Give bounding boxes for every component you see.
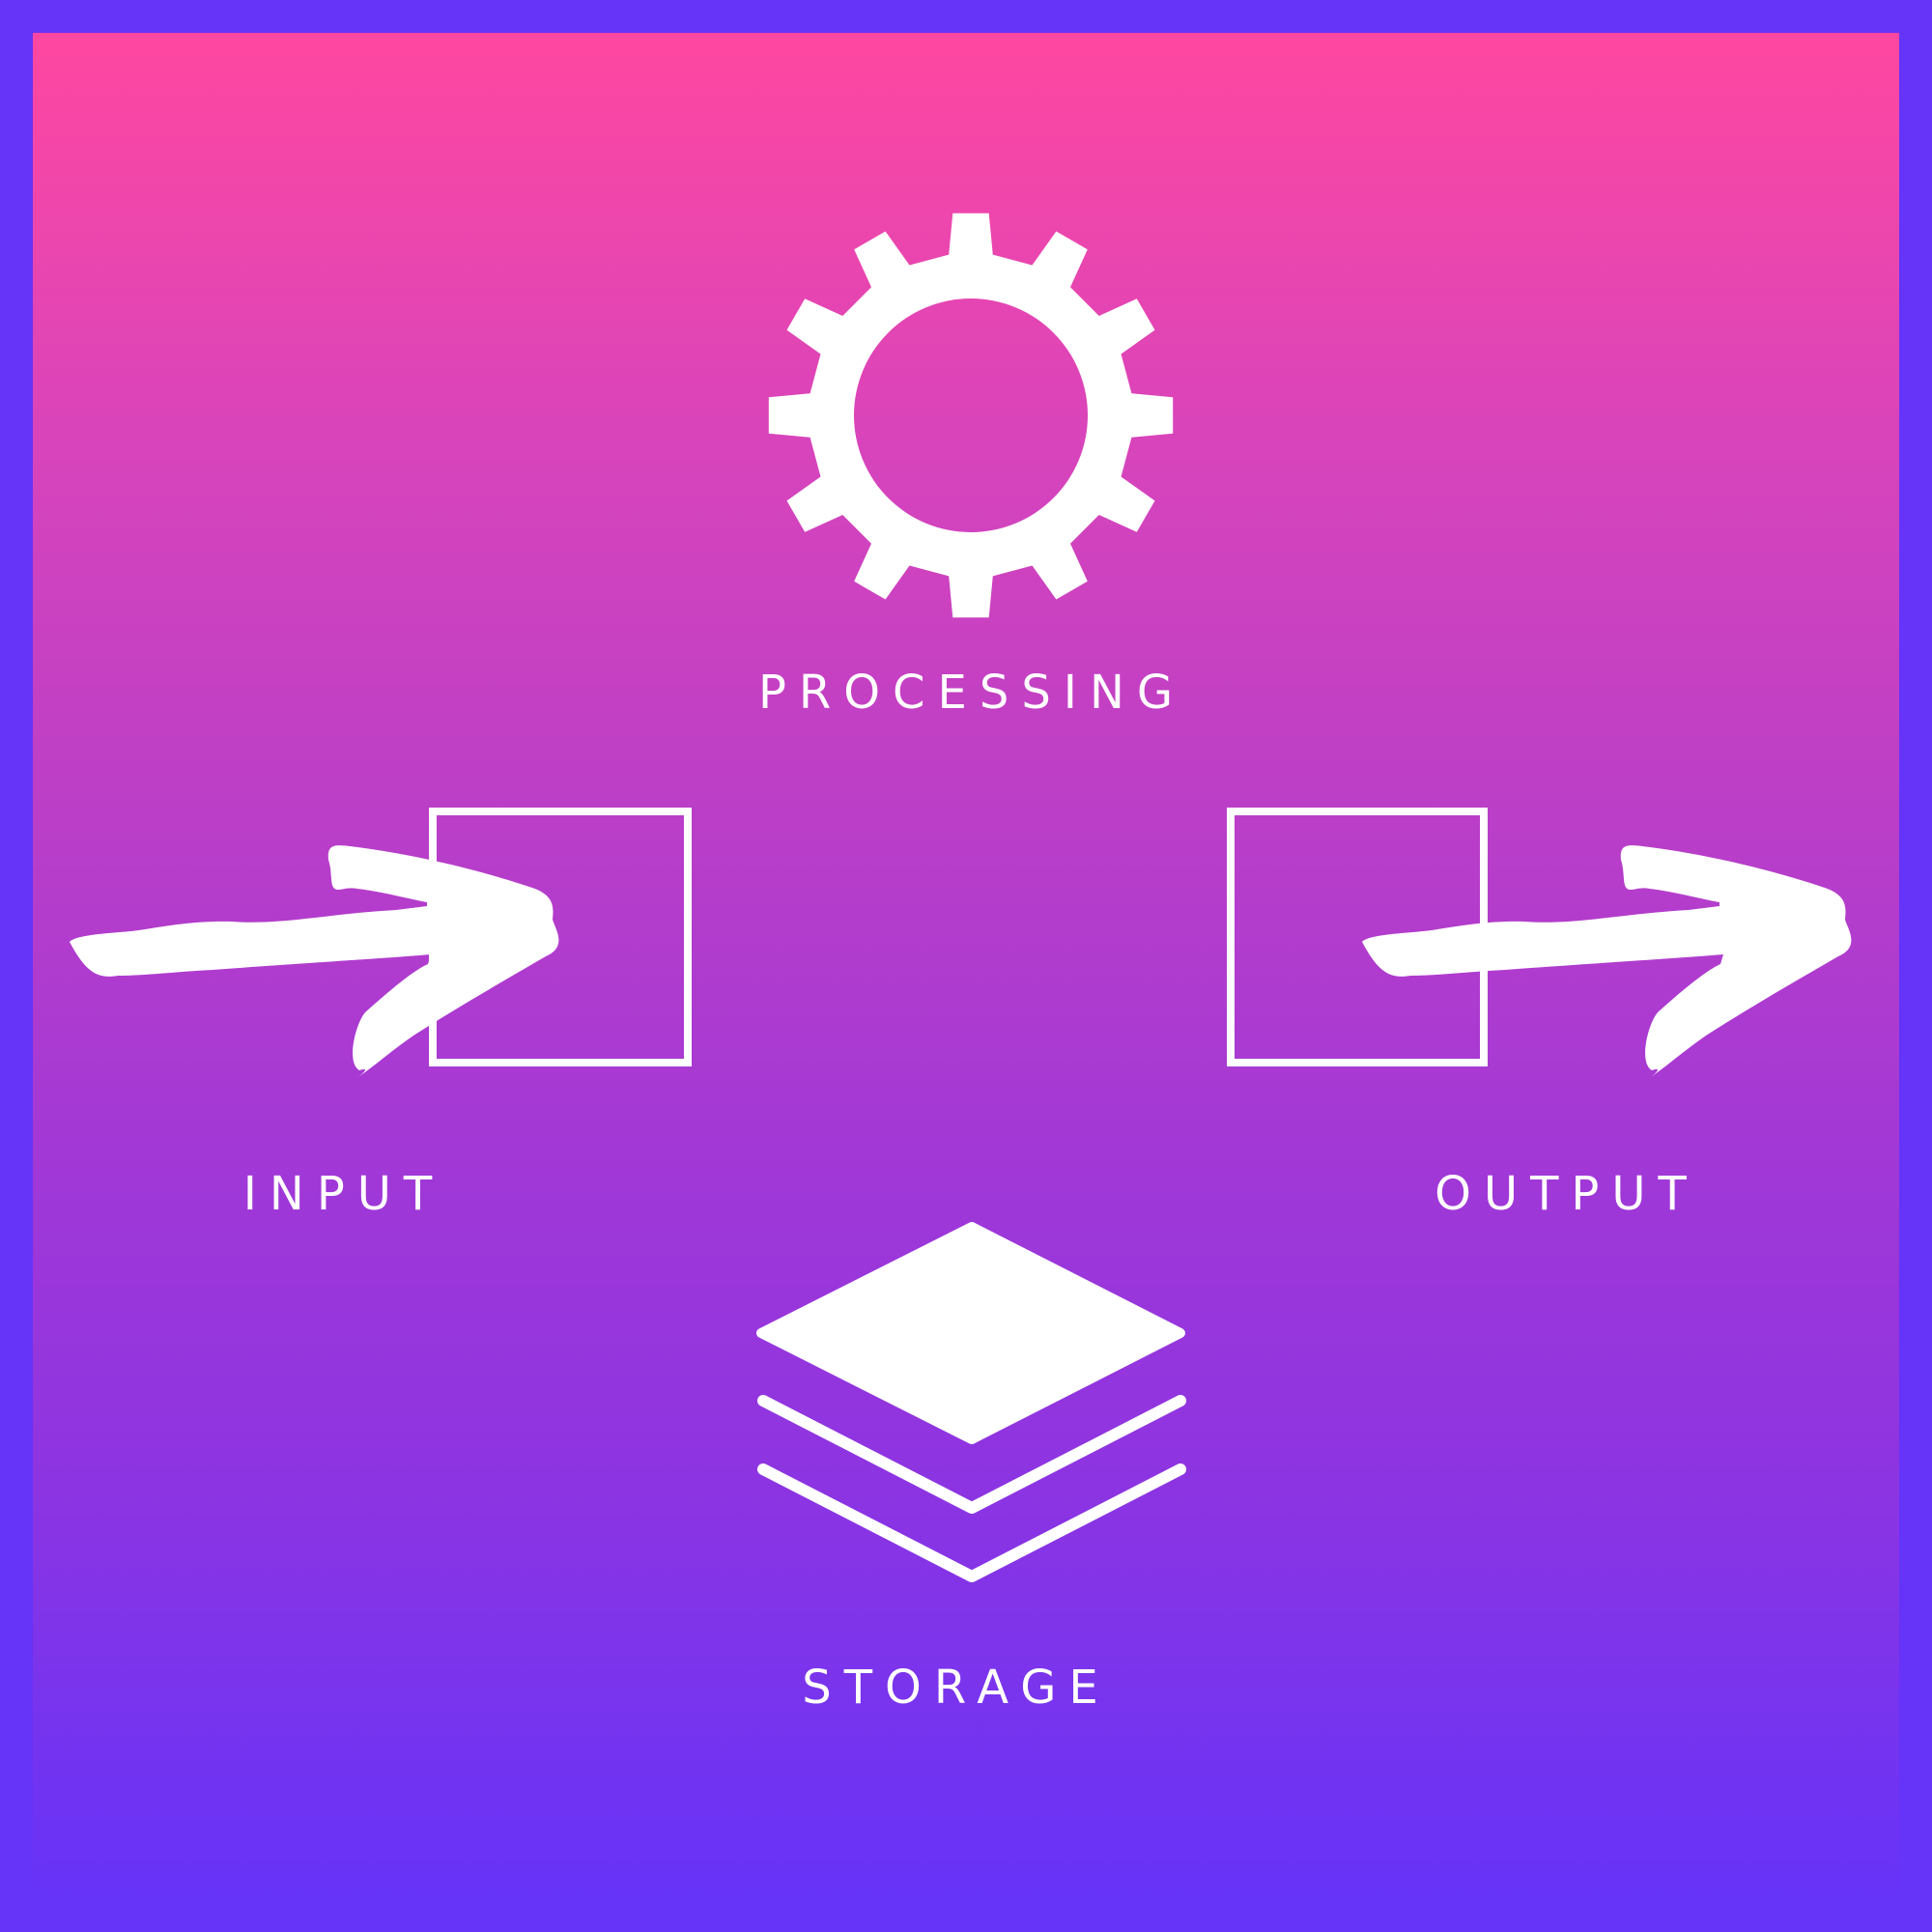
arrow-into-box-icon bbox=[70, 808, 692, 1078]
input-label: INPUT bbox=[242, 1167, 445, 1221]
storage-middle-layer bbox=[757, 1395, 1186, 1514]
stacked-layers-icon bbox=[756, 1222, 1186, 1582]
gear-icon bbox=[768, 213, 1174, 618]
processing-label: PROCESSING bbox=[757, 666, 1186, 720]
diagram-panel bbox=[33, 33, 1899, 1899]
storage-top-layer bbox=[756, 1222, 1185, 1444]
input-arrow bbox=[70, 845, 559, 1078]
arrow-out-of-box-icon bbox=[1227, 808, 1852, 1078]
storage-bottom-layer bbox=[757, 1463, 1186, 1582]
storage-label: STORAGE bbox=[802, 1661, 1111, 1715]
output-arrow bbox=[1362, 845, 1852, 1078]
output-label: OUTPUT bbox=[1435, 1167, 1699, 1221]
